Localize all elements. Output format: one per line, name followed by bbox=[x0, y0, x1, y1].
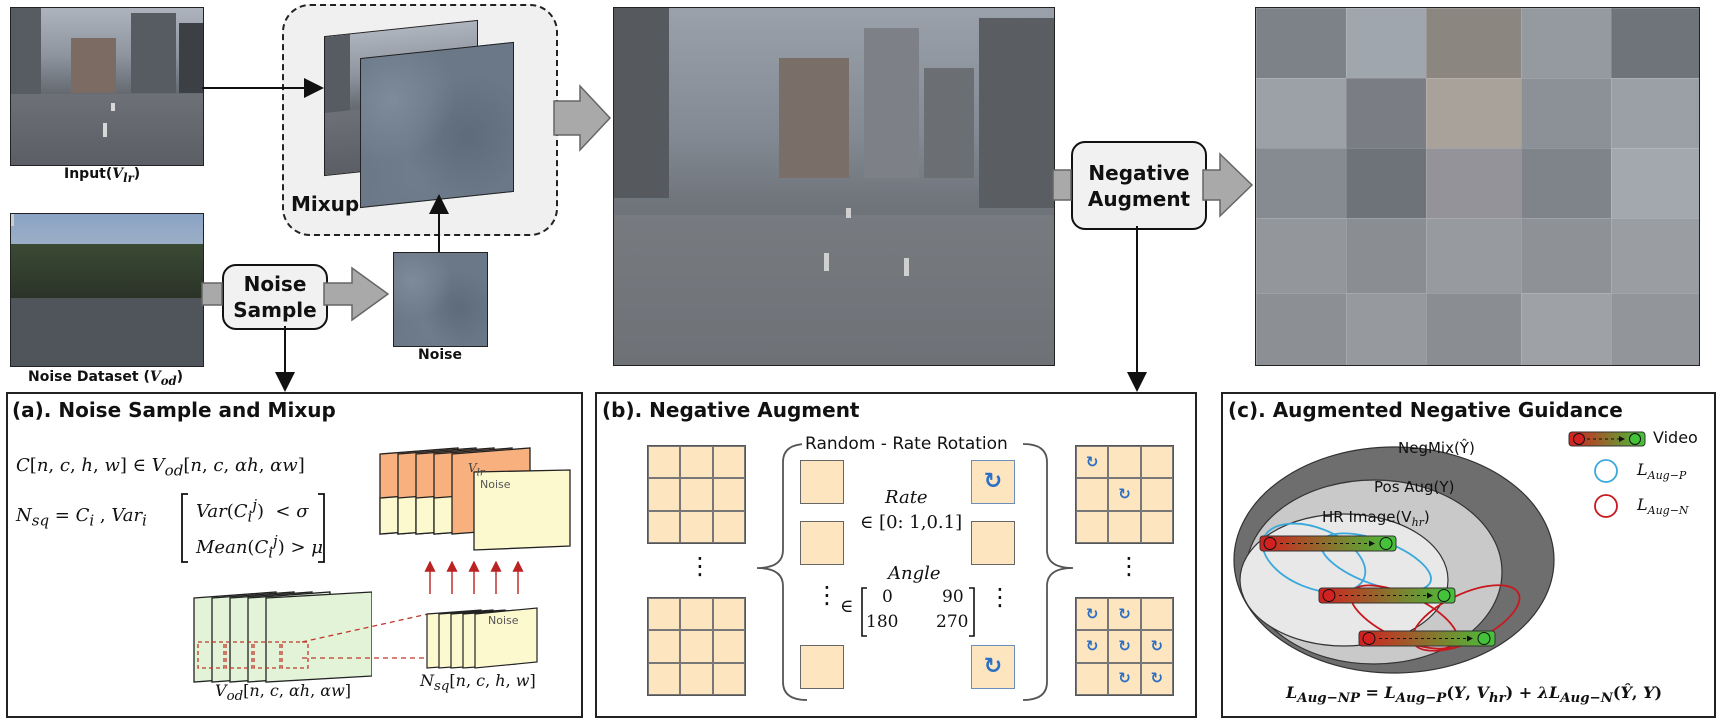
vdots-angle-right: ⋮ bbox=[988, 583, 1012, 611]
rotate-icon: ↻ bbox=[983, 469, 1003, 494]
input-grid-top bbox=[647, 445, 746, 544]
noise-caption: Noise bbox=[418, 347, 462, 363]
vdots-inner-left: ⋮ bbox=[815, 581, 839, 609]
nsq-noise-label: Noise bbox=[488, 614, 519, 627]
eq-mean-row: Mean(Cij) > μ bbox=[196, 532, 323, 562]
angle-m22: 270 bbox=[936, 612, 969, 632]
angle-matrix-brackets bbox=[861, 587, 975, 637]
rate-range: ∈ [0: 1,0.1] bbox=[860, 512, 963, 533]
top-connectors bbox=[201, 78, 1254, 392]
angle-m12: 90 bbox=[942, 587, 964, 607]
input-image bbox=[10, 7, 204, 166]
rotate-icon: ↻ bbox=[1150, 636, 1164, 655]
rotate-icon: ↻ bbox=[1150, 669, 1164, 688]
eq-nsq: Nsq = Ci , Vari bbox=[16, 505, 147, 530]
angle-in: ∈ bbox=[840, 596, 854, 617]
noise-dataset-image bbox=[10, 213, 204, 367]
output-grid-bottom: ↻ ↻ ↻ ↻ ↻ ↻ ↻ bbox=[1075, 597, 1174, 696]
panel-c-title: (c). Augmented Negative Guidance bbox=[1228, 398, 1623, 422]
rotated-patch-1: ↻ bbox=[971, 460, 1015, 504]
negmix-label: NegMix(Ŷ) bbox=[1398, 439, 1475, 457]
eq-bracket bbox=[181, 493, 325, 563]
negative-augment-box: Negative Augment bbox=[1071, 141, 1207, 230]
vod-caption: Vod[n, c, αh, αw] bbox=[215, 681, 352, 705]
legend-p-label: LAug−P bbox=[1637, 460, 1687, 483]
crop-connectors bbox=[301, 613, 429, 659]
panel-b-title: (b). Negative Augment bbox=[602, 398, 860, 422]
loss-formula: LAug−NP = LAug−P(Y, Vhr) + λLAug−N(Ŷ, Y) bbox=[1286, 683, 1663, 707]
vdots-left: ⋮ bbox=[688, 552, 712, 580]
rotate-icon: ↻ bbox=[1118, 484, 1131, 503]
noise-patch bbox=[393, 252, 488, 347]
vod-frame-stack bbox=[193, 591, 372, 683]
angle-label: Angle bbox=[888, 563, 941, 584]
noise-sample-box: Noise Sample bbox=[222, 264, 328, 330]
rate-label: Rate bbox=[885, 487, 928, 508]
eq-crop: C[n, c, h, w] ∈ Vod[n, c, αh, αw] bbox=[16, 455, 305, 480]
red-up-arrows bbox=[424, 560, 524, 594]
nsq-caption: Nsq[n, c, h, w] bbox=[420, 671, 536, 695]
rotate-icon: ↻ bbox=[1085, 636, 1099, 655]
stack-vlr-label: Vlr bbox=[468, 461, 485, 479]
rotate-icon: ↻ bbox=[1118, 604, 1131, 623]
patch-1 bbox=[800, 460, 844, 504]
input-caption: Input(Vlr) bbox=[64, 166, 141, 185]
rotate-icon: ↻ bbox=[1118, 669, 1131, 688]
hr-label: HR Image(Vhr) bbox=[1322, 508, 1430, 529]
noise-dataset-caption: Noise Dataset (Vod) bbox=[28, 369, 184, 388]
legend-video-label: Video bbox=[1653, 428, 1698, 447]
angle-m11: 0 bbox=[882, 587, 893, 607]
rotate-icon: ↻ bbox=[983, 654, 1003, 679]
patch-3 bbox=[800, 645, 844, 689]
output-grid-top: ↻ ↻ bbox=[1075, 445, 1174, 544]
rotate-icon: ↻ bbox=[1085, 604, 1099, 623]
brace-title: Random - Rate Rotation bbox=[802, 434, 1011, 454]
braces bbox=[756, 443, 1074, 701]
mixed-output-image bbox=[613, 7, 1055, 366]
nsq-frame-stack bbox=[426, 607, 538, 669]
legend-n-label: LAug−N bbox=[1637, 495, 1689, 518]
panel-a-title: (a). Noise Sample and Mixup bbox=[12, 398, 336, 422]
mixup-label: Mixup bbox=[291, 192, 360, 216]
rotate-icon: ↻ bbox=[1085, 452, 1099, 471]
stack-noise-label: Noise bbox=[480, 478, 511, 491]
unrotated-patch bbox=[971, 521, 1015, 565]
shuffled-output-image bbox=[1255, 7, 1700, 366]
posaug-label: Pos Aug(Y) bbox=[1374, 478, 1455, 496]
eq-var-row: Var(Cij) < σ bbox=[196, 496, 309, 526]
rotate-icon: ↻ bbox=[1118, 636, 1131, 655]
rotated-patch-2: ↻ bbox=[971, 645, 1015, 689]
angle-m21: 180 bbox=[866, 612, 899, 632]
input-grid-bottom bbox=[647, 597, 746, 696]
vdots-right: ⋮ bbox=[1117, 552, 1141, 580]
guidance-diagram bbox=[1233, 431, 1646, 674]
patch-2 bbox=[800, 521, 844, 565]
mixed-frame-stack bbox=[379, 447, 571, 551]
